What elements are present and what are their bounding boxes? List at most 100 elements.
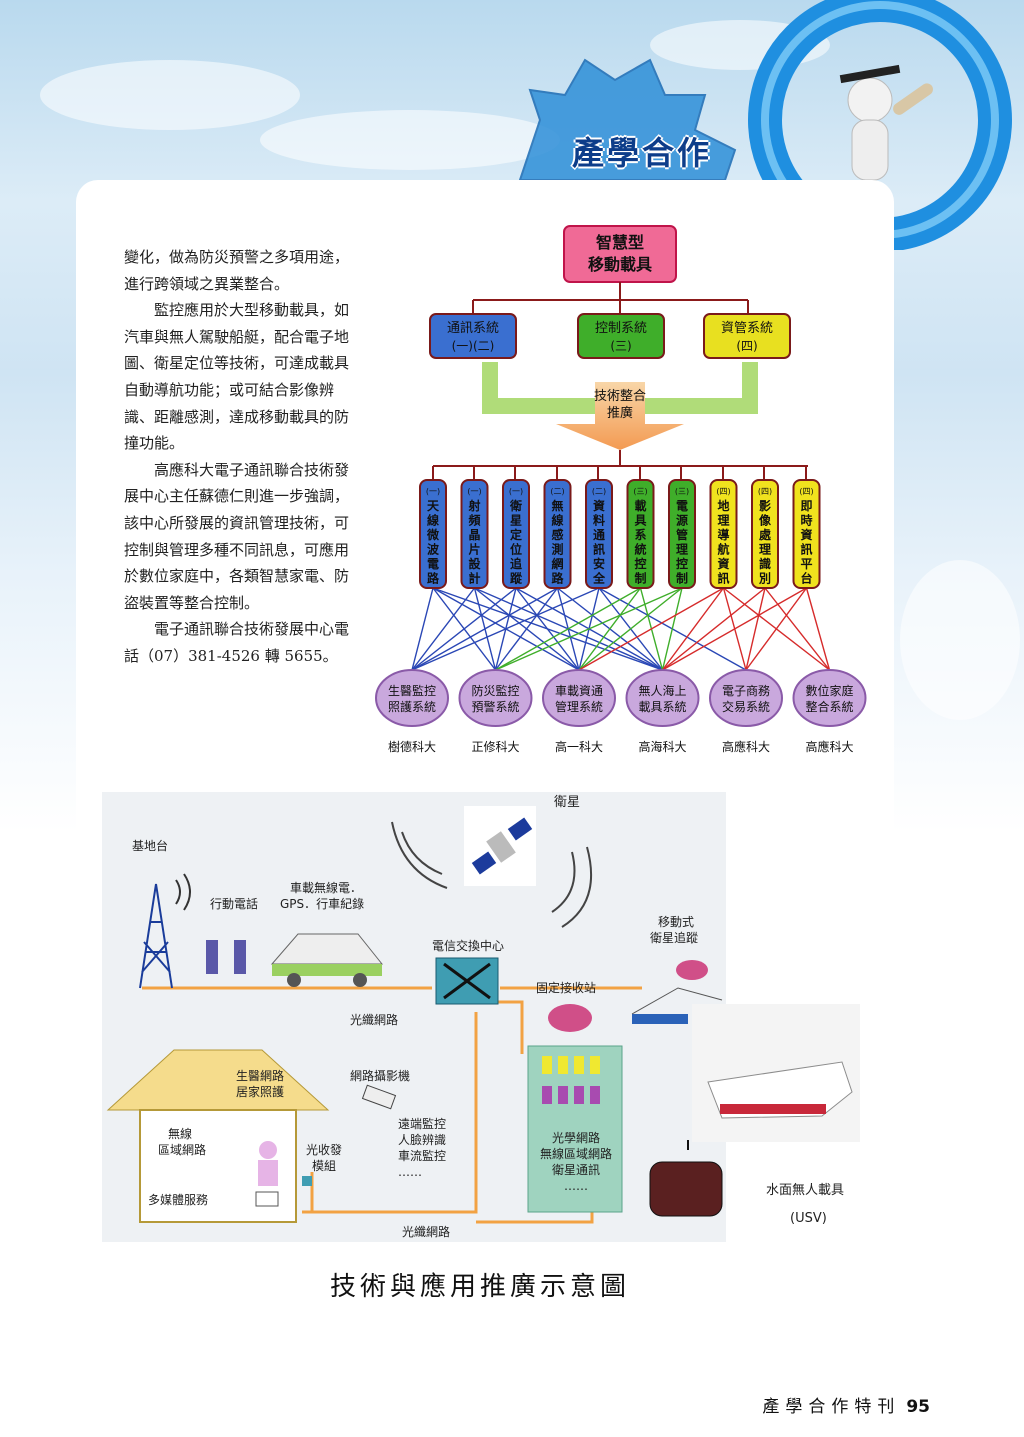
tech-char: 路 xyxy=(427,571,440,586)
tech-char: 星 xyxy=(510,514,522,528)
tech-number: (二) xyxy=(592,487,606,496)
school-label: 樹德科大 xyxy=(388,739,436,754)
optical-module-line2: 模組 xyxy=(312,1159,336,1173)
tech-char: 制 xyxy=(634,571,646,586)
link-line xyxy=(411,587,558,671)
tech-column xyxy=(792,479,821,589)
tech-char: 頻 xyxy=(468,513,480,528)
camera-label: 網路攝影機 xyxy=(350,1068,410,1083)
link-line xyxy=(578,587,683,671)
link-line xyxy=(661,587,725,671)
tech-char: 系 xyxy=(634,527,646,542)
link-line xyxy=(662,587,766,671)
usv-icon xyxy=(649,1161,723,1217)
tech-char: 通 xyxy=(593,527,605,542)
wlan-line1: 無線 xyxy=(168,1126,192,1141)
tech-char: 線 xyxy=(551,513,563,528)
tech-char: 設 xyxy=(468,556,481,571)
tech-char: 資 xyxy=(717,556,729,571)
tech-number: (三) xyxy=(675,487,689,496)
tech-number: (一) xyxy=(426,487,440,496)
tech-number: (四) xyxy=(716,487,730,496)
school-label: 正修科大 xyxy=(471,739,519,754)
tech-char: 資 xyxy=(800,527,812,542)
school-label: 高應科大 xyxy=(722,739,770,754)
application-line1: 無人海上 xyxy=(638,683,686,698)
base-station-label: 基地台 xyxy=(132,838,168,853)
integration-line2: 推廣 xyxy=(607,406,633,421)
integration-line1: 技術整合 xyxy=(594,389,646,404)
terminal-icon xyxy=(255,1191,279,1207)
tech-char: 處 xyxy=(759,527,771,542)
optical-module-line1: 光收發 xyxy=(306,1142,342,1157)
section-title: 產學合作 xyxy=(572,134,713,172)
tech-char: 訊 xyxy=(800,542,812,557)
tech-char: 電 xyxy=(676,499,688,513)
application-line1: 生醫監控 xyxy=(388,683,436,698)
cloud xyxy=(260,110,560,170)
tech-char: 感 xyxy=(551,527,563,542)
tech-char: 片 xyxy=(468,542,480,557)
link-line xyxy=(661,587,683,671)
mobile-phone-label: 行動電話 xyxy=(210,896,258,911)
link-line xyxy=(662,587,807,671)
tech-char: 蹤 xyxy=(510,571,523,586)
tech-column xyxy=(502,479,530,589)
tech-number: (一) xyxy=(467,487,481,496)
tech-char: 無 xyxy=(551,498,563,513)
tech-number: (二) xyxy=(550,487,564,496)
optical-net-line2: 無線區域網路 xyxy=(540,1146,612,1161)
tech-column xyxy=(668,479,696,589)
phone-icon xyxy=(234,940,246,974)
tech-char: 平 xyxy=(800,557,812,571)
tech-column xyxy=(460,479,489,589)
link-line xyxy=(805,587,831,671)
link-line xyxy=(745,587,808,671)
system-box xyxy=(577,313,665,359)
link-line xyxy=(411,587,600,671)
application-line1: 數位家庭 xyxy=(805,683,853,698)
tech-char: 識 xyxy=(759,556,771,571)
link-line xyxy=(495,587,683,671)
application-line2: 預警系統 xyxy=(471,699,519,714)
link-line xyxy=(411,587,476,671)
link-line xyxy=(578,587,724,671)
fixed-station-label: 固定接收站 xyxy=(536,980,596,995)
root-line1: 智慧型 xyxy=(596,233,644,252)
tech-char: 地 xyxy=(717,498,729,513)
system-number: (四) xyxy=(736,339,757,353)
application-line2: 交易系統 xyxy=(722,699,770,714)
link-line xyxy=(411,587,434,671)
tech-char: 路 xyxy=(551,571,564,586)
tech-char: 載 xyxy=(634,498,646,513)
tech-char: 位 xyxy=(510,542,522,557)
car-label-line2: GPS．行車紀錄 xyxy=(280,896,364,911)
mobile-sat-line2: 衛星追蹤 xyxy=(650,930,698,945)
tech-char: 源 xyxy=(676,513,688,528)
tech-char: 別 xyxy=(758,572,771,586)
tech-char: 微 xyxy=(426,527,440,542)
paragraph: 監控應用於大型移動載具，如汽車與無人駕駛船艇，配合電子地圖、衛星定位等技術，可達… xyxy=(124,301,350,453)
school-label: 高一科大 xyxy=(555,739,603,754)
tech-column xyxy=(751,479,779,589)
tech-char: 具 xyxy=(634,514,646,528)
multimedia-label: 多媒體服務 xyxy=(148,1193,208,1207)
link-line xyxy=(411,587,517,671)
figure-caption: 技術與應用推廣示意圖 xyxy=(329,1272,630,1302)
tech-char: 台 xyxy=(800,571,812,586)
mobile-sat-line1: 移動式 xyxy=(658,915,694,929)
application-oval xyxy=(542,669,616,727)
tech-number: (四) xyxy=(758,487,772,496)
camera-icon xyxy=(361,1084,397,1110)
application-line2: 管理系統 xyxy=(555,699,603,714)
application-line1: 防災監控 xyxy=(471,683,519,698)
tracking-dish-icon xyxy=(676,960,708,980)
tech-char: 晶 xyxy=(468,527,480,542)
paragraph: 高應科大電子通訊聯合技術發展中心主任蘇德仁則進一步強調，該中心所發展的資訊管理技… xyxy=(124,460,350,612)
application-oval xyxy=(625,669,700,727)
footer-label: 產學合作特刊 xyxy=(762,1397,901,1417)
remote-line4: …… xyxy=(398,1165,422,1179)
optical-module-icon xyxy=(302,1176,312,1186)
system-box xyxy=(703,313,791,359)
article-body: 變化，做為防災預警之多項用途，進行跨領域之異業整合。 監控應用於大型移動載具，如… xyxy=(124,244,356,670)
